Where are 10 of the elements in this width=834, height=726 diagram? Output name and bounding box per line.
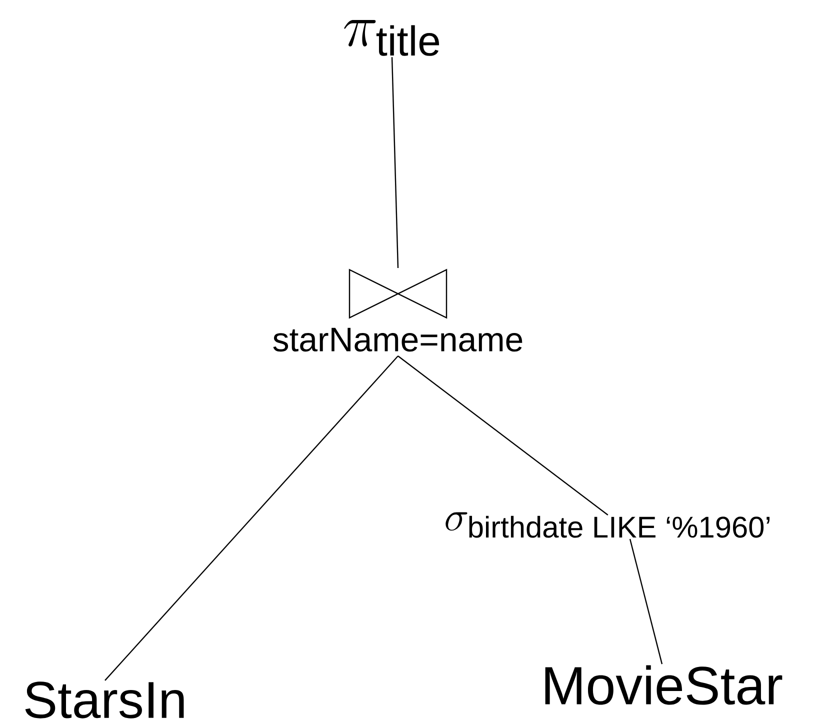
- tree-edge: [398, 356, 608, 516]
- relation-name: StarsIn: [25, 682, 184, 718]
- node-label: starName=name: [273, 328, 522, 352]
- relation-name: MovieStar: [545, 665, 782, 705]
- join-operator: starName=name: [273, 268, 522, 352]
- tree-edge: [629, 538, 663, 664]
- tree-edge: [104, 356, 398, 681]
- projection-operator: $\pi_{\text{title}}$: [344, 20, 440, 56]
- tree-edge: [391, 57, 399, 268]
- selection-operator: $\sigma_{\text{birthdate LIKE ‘\%1960’}}$: [446, 512, 770, 538]
